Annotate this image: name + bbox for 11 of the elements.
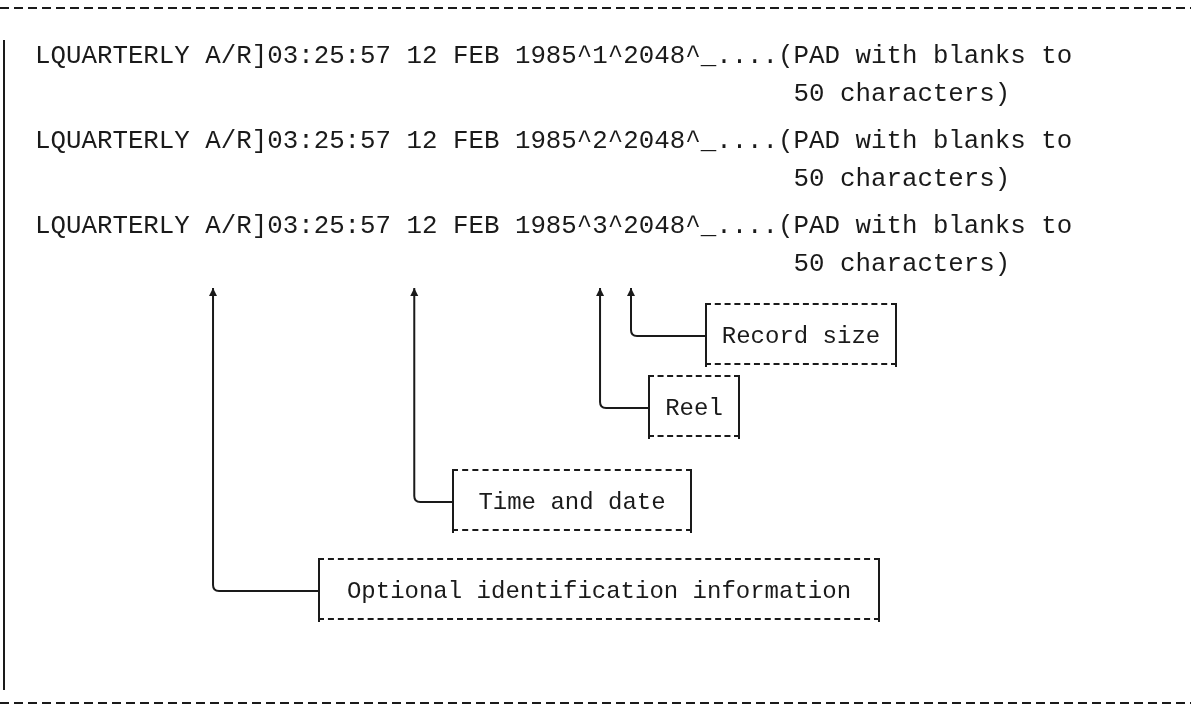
record-line: LQUARTERLY A/R]03:25:57 12 FEB 1985^2^2048^_....(PAD with blanks to 50 characters) [35, 126, 1074, 196]
leader-line [410, 287, 453, 503]
callout-box: Optional identification information [318, 560, 880, 622]
record-line: LQUARTERLY A/R]03:25:57 12 FEB 1985^1^2048^_....(PAD with blanks to 50 characters) [35, 41, 1074, 111]
callout-box: Time and date [452, 471, 692, 533]
leader-line [596, 287, 649, 409]
callout-box: Record size [705, 305, 897, 367]
record-line: LQUARTERLY A/R]03:25:57 12 FEB 1985^3^2048^_....(PAD with blanks to 50 characters) [35, 208, 1096, 284]
leader-line [627, 287, 706, 337]
callout-box: Reel [648, 377, 740, 439]
leader-line [209, 287, 319, 592]
